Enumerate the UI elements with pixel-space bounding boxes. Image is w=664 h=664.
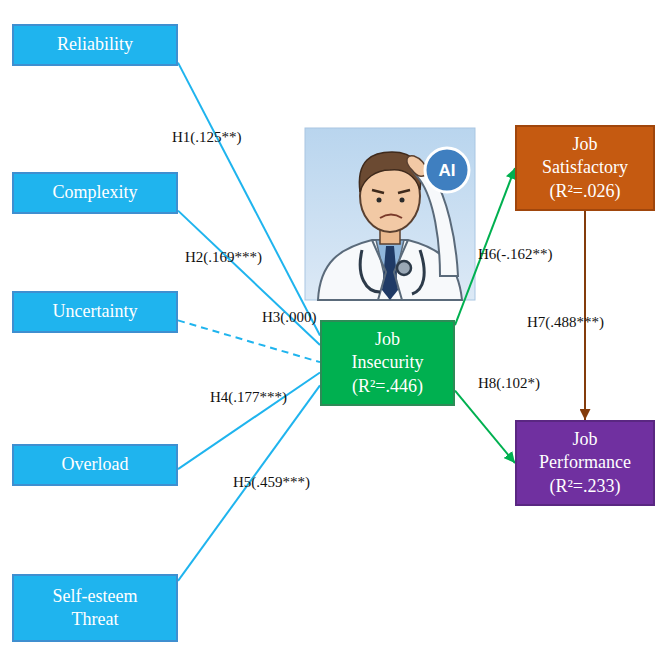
predictor-box: Complexity	[12, 172, 178, 214]
path-connector	[178, 372, 320, 469]
path-coefficient: H5(.459***)	[233, 475, 310, 490]
outcome-box: Job Satisfactory (R²=.026)	[515, 125, 655, 211]
path-connector	[178, 385, 320, 580]
path-connector	[455, 391, 515, 463]
predictor-box: Overload	[12, 444, 178, 486]
predictor-box: Self-esteem Threat	[12, 574, 178, 642]
node-text: Self-esteem Threat	[42, 585, 148, 632]
mediator-box: Job Insecurity (R²=.446)	[320, 320, 455, 406]
path-coefficient: H8(.102*)	[478, 376, 540, 391]
path-coefficient: H3(.000)	[262, 310, 317, 325]
badge-label: AI	[425, 162, 469, 179]
doctor-illustration	[305, 128, 475, 300]
path-coefficient: H6(-.162**)	[478, 247, 553, 262]
path-coefficient: H1(.125**)	[172, 130, 242, 145]
path-coefficient: H4(.177***)	[210, 390, 287, 405]
predictor-box: Reliability	[12, 24, 178, 66]
path-coefficient: H7(.488***)	[527, 315, 604, 330]
path-coefficient: H2(.169***)	[185, 250, 262, 265]
path-connector	[178, 211, 320, 345]
node-text: Overload	[62, 453, 129, 476]
node-text: Job Performance (R²=.233)	[537, 428, 633, 498]
outcome-box: Job Performance (R²=.233)	[515, 420, 655, 506]
node-text: Reliability	[57, 33, 133, 56]
node-text: Job Insecurity (R²=.446)	[339, 328, 436, 398]
path-connector	[178, 320, 320, 362]
node-text: Uncertainty	[53, 300, 138, 323]
predictor-box: Uncertainty	[12, 291, 178, 333]
node-text: Job Satisfactory (R²=.026)	[537, 133, 633, 203]
node-text: Complexity	[53, 181, 138, 204]
path-connector	[178, 63, 320, 336]
